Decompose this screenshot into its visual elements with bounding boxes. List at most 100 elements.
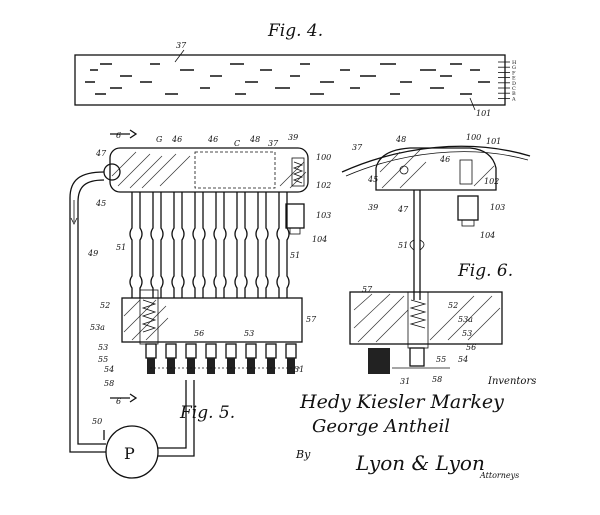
inventors-caption: Inventors	[487, 376, 536, 387]
fig6-label-104: 104	[480, 231, 495, 240]
fig5-label-53a: 53a	[90, 323, 105, 332]
fig4-track-letter: A	[511, 96, 516, 102]
fig5-group: P Fig. 5. 6 6 47 G 46 46 C 48 37 39 100 …	[69, 129, 331, 479]
fig5-label-53b: 53	[244, 329, 254, 338]
fig5-label-57: 57	[306, 315, 317, 324]
fig5-label-51b: 51	[290, 251, 300, 260]
fig6-label-57: 57	[362, 285, 373, 294]
fig5-pneumatic-tubes	[129, 192, 290, 298]
fig5-contact-brush	[247, 358, 255, 374]
fig5-contact-brush	[187, 358, 195, 374]
fig5-tube	[255, 192, 269, 298]
fig5-label-48: 48	[249, 135, 260, 144]
fig5-label-102: 102	[316, 181, 331, 190]
fig5-label-51a: 51	[116, 243, 126, 252]
fig6-label-39: 39	[368, 203, 378, 212]
fig5-contact	[145, 343, 157, 359]
fig5-tube	[192, 192, 206, 298]
fig6-contact-103	[457, 195, 479, 221]
fig6-label-54: 54	[458, 355, 468, 364]
fig5-block-hatching	[111, 151, 307, 189]
fig5-contact-brush	[227, 358, 235, 374]
inventor-name-2: George Antheil	[312, 416, 450, 437]
fig6-contact-pad	[368, 348, 390, 374]
fig5-contact	[265, 343, 277, 359]
fig5-contact	[225, 343, 237, 359]
attorney-signature: Lyon & Lyon	[355, 451, 485, 475]
fig6-label-52: 52	[448, 301, 458, 310]
fig5-valve-hatching	[123, 299, 169, 341]
fig6-label-47: 47	[397, 205, 409, 214]
fig4-track-letter: G	[512, 65, 516, 71]
fig6-group: Fig. 6. 48 100 101 37 46 45 102 39 47 10…	[341, 133, 531, 386]
fig5-title: Fig. 5.	[179, 403, 235, 423]
fig5-contact	[205, 343, 217, 359]
fig5-tube	[171, 192, 185, 298]
fig4-track-letter: C	[512, 86, 516, 92]
signature-block: Inventors Hedy Kiesler Markey George Ant…	[295, 376, 536, 480]
fig5-label-47: 47	[95, 149, 107, 158]
by-caption: By	[295, 448, 311, 461]
fig5-tube	[150, 192, 164, 298]
fig5-label-54: 54	[104, 365, 114, 374]
fig6-label-58: 58	[432, 375, 442, 384]
fig6-label-53: 53	[462, 329, 472, 338]
fig5-label-58: 58	[104, 379, 114, 388]
fig6-label-48: 48	[395, 135, 406, 144]
fig6-valve-block	[349, 291, 503, 345]
fig6-label-101: 101	[486, 137, 501, 146]
fig5-label-45: 45	[95, 199, 106, 208]
attorneys-caption: Attorneys	[479, 471, 519, 480]
fig6-head-block	[375, 147, 497, 191]
fig6-label-37: 37	[352, 143, 363, 152]
fig6-label-45: 45	[367, 175, 378, 184]
fig6-label-100: 100	[466, 133, 481, 142]
fig5-label-52: 52	[100, 301, 110, 310]
fig5-distributor-block	[109, 147, 309, 193]
fig5-label-G: G	[156, 135, 163, 144]
fig6-roll-curve	[341, 145, 531, 173]
fig4-label-end: 101	[476, 109, 491, 118]
fig5-contact	[285, 343, 297, 359]
fig6-label-53a: 53a	[458, 315, 473, 324]
fig5-label-55: 55	[98, 355, 108, 364]
fig5-label-39: 39	[288, 133, 298, 142]
fig5-tube	[129, 192, 143, 298]
fig6-tube	[413, 190, 421, 300]
fig6-label-102: 102	[484, 177, 499, 186]
fig4-track-letter: D	[512, 81, 516, 87]
fig6-label-46: 46	[439, 155, 450, 164]
fig6-label-56: 56	[466, 343, 476, 352]
fig5-label-46a: 46	[171, 135, 182, 144]
fig5-label-50: 50	[92, 417, 102, 426]
fig5-label-31: 31	[294, 365, 304, 374]
fig5-inlet-knob	[103, 163, 121, 181]
fig5-label-section-bottom: 6	[116, 397, 121, 406]
fig6-label-103: 103	[490, 203, 505, 212]
fig4-label-roll: 37	[176, 41, 187, 50]
fig5-tube	[234, 192, 248, 298]
fig4-track-letter: B	[512, 91, 516, 97]
fig5-contact	[165, 343, 177, 359]
fig5-contact-brush	[207, 358, 215, 374]
fig5-contact-brush	[167, 358, 175, 374]
fig5-contact-brush	[267, 358, 275, 374]
fig5-contact	[245, 343, 257, 359]
fig5-label-103: 103	[316, 211, 331, 220]
fig5-tube	[276, 192, 290, 298]
fig4-perforations	[85, 63, 490, 95]
fig5-pump-letter: P	[124, 444, 135, 463]
fig5-label-104: 104	[312, 235, 327, 244]
fig5-label-53: 53	[98, 343, 108, 352]
fig5-label-100: 100	[316, 153, 331, 162]
fig5-label-37: 37	[268, 139, 279, 148]
fig5-return-pipe-outer	[69, 171, 105, 430]
fig6-label-31: 31	[400, 377, 410, 386]
fig5-contact-brush	[287, 358, 295, 374]
fig5-contact-row	[145, 343, 297, 374]
fig5-label-46b: 46	[207, 135, 218, 144]
fig5-tube	[213, 192, 227, 298]
